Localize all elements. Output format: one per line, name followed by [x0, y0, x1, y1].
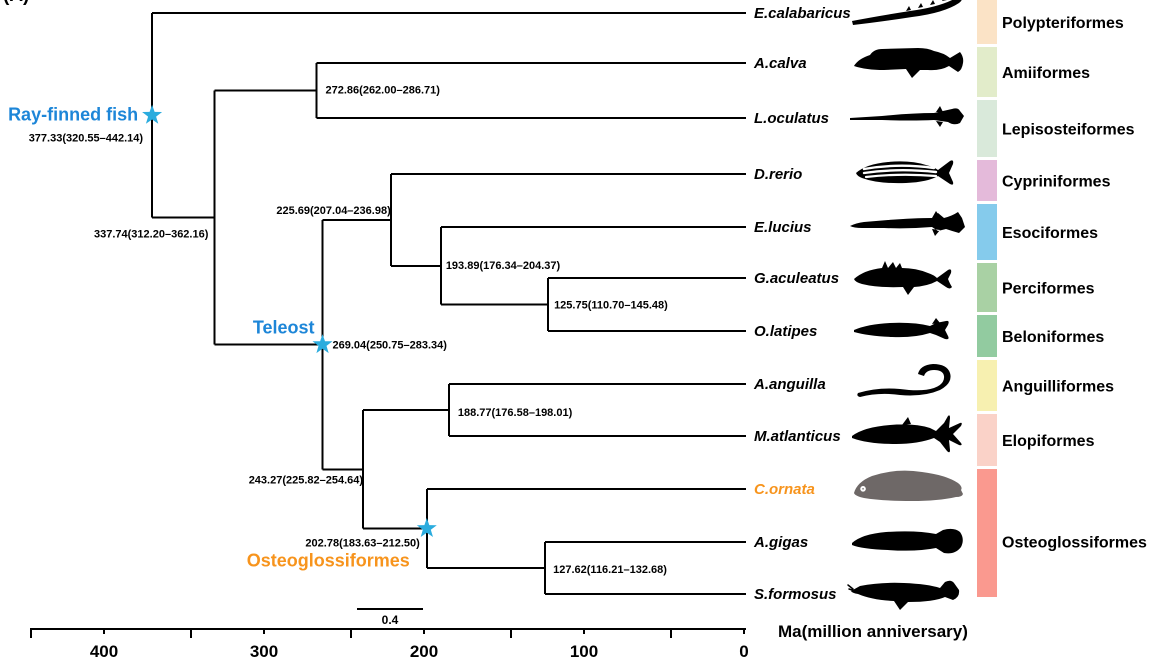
species-labels: E.calabaricusA.calvaL.oculatusD.rerioE.l… — [753, 5, 851, 603]
knifefish-detail-0 — [860, 486, 866, 492]
axis-tick-label-0: 0 — [739, 642, 748, 661]
order-label-perciformes: Perciformes — [1002, 281, 1095, 298]
arapaima-body — [852, 528, 963, 554]
order-label-beloniformes: Beloniformes — [1002, 329, 1104, 346]
star-icon-root — [142, 104, 163, 124]
order-bar-polypteriformes — [977, 0, 997, 44]
order-bar-elopiformes — [977, 414, 997, 466]
order-bar-cypriniformes — [977, 160, 997, 201]
node-stars — [142, 104, 437, 537]
order-label-amiiformes: Amiiformes — [1002, 65, 1090, 82]
zebrafish-detail-2 — [864, 173, 938, 179]
order-bar-osteoglossiformes — [977, 469, 997, 597]
species-label-l-oculatus: L.oculatus — [754, 110, 829, 127]
species-label-e-calabaricus: E.calabaricus — [754, 5, 851, 22]
node-age-labels: 377.33(320.55–442.14) 337.74(312.20–362.1… — [29, 85, 668, 577]
order-bar-anguilliformes — [977, 360, 997, 411]
fish-silhouette-gar-icon — [850, 106, 964, 127]
time-axis: 400 300 200 100 0 Ma(million anniversary) — [30, 622, 968, 661]
bichir-body — [852, 0, 962, 25]
fish-silhouette-eel-icon — [857, 364, 951, 397]
zebrafish-detail-0 — [862, 164, 936, 171]
pike-body — [850, 211, 965, 236]
species-label-m-atlanticus: M.atlanticus — [754, 428, 841, 445]
stickleback-body — [854, 261, 952, 295]
species-label-e-lucius: E.lucius — [754, 219, 812, 236]
order-label-cypriniformes: Cypriniformes — [1002, 174, 1111, 191]
fish-silhouette-bichir-icon — [852, 0, 962, 25]
node-age-label-n226: 225.69(207.04–236.98) — [276, 205, 391, 217]
axis-title: Ma(million anniversary) — [778, 622, 968, 641]
order-bar-perciformes — [977, 263, 997, 312]
clade-annotation-osteoglossiformes: Osteoglossiformes — [247, 551, 410, 571]
panel-label: (A) — [3, 0, 29, 7]
order-bar-esociformes — [977, 204, 997, 260]
gar-body — [850, 106, 964, 127]
order-color-bars — [977, 0, 997, 597]
fish-silhouette-stickleback-icon — [854, 261, 952, 295]
eel-body — [857, 364, 951, 397]
species-label-c-ornata: C.ornata — [754, 481, 815, 498]
node-age-label-n338: 337.74(312.20–362.16) — [94, 229, 209, 241]
axis-tick-label-100: 100 — [570, 642, 598, 661]
bowfin-body — [854, 48, 964, 78]
species-label-a-calva: A.calva — [753, 55, 807, 72]
order-bar-amiiformes — [977, 47, 997, 97]
node-age-label-n189: 188.77(176.58–198.01) — [458, 407, 573, 419]
arowana-detail-0 — [847, 584, 856, 592]
axis-tick-label-400: 400 — [90, 642, 118, 661]
axis-tick-label-200: 200 — [410, 642, 438, 661]
order-label-osteoglossiformes: Osteoglossiformes — [1002, 535, 1147, 552]
fish-silhouette-arowana-icon — [847, 580, 960, 610]
fish-silhouette-pike-icon — [850, 211, 965, 236]
node-age-label-n194: 193.89(176.34–204.37) — [446, 260, 561, 272]
clade-annotation-ray_finned_fish: Ray-finned fish — [8, 104, 138, 124]
fish-silhouette-tarpon-icon — [852, 415, 962, 453]
star-icon-n269 — [312, 334, 333, 354]
star-icon-n203 — [416, 518, 437, 537]
scale-bar-label: 0.4 — [382, 613, 399, 627]
species-label-d-rerio: D.rerio — [754, 166, 802, 183]
species-label-o-latipes: O.latipes — [754, 323, 817, 340]
tree-branches — [151, 12, 746, 595]
arowana-body — [851, 580, 960, 610]
tarpon-body — [852, 415, 962, 453]
node-age-label-n273: 272.86(262.00–286.71) — [326, 85, 441, 97]
fish-silhouette-bowfin-icon — [854, 48, 964, 78]
node-age-label-n269: 269.04(250.75–283.34) — [333, 340, 448, 352]
node-age-label-root: 377.33(320.55–442.14) — [29, 132, 144, 144]
order-bar-beloniformes — [977, 315, 997, 357]
clade-annotation-teleost: Teleost — [253, 318, 315, 338]
fish-silhouettes — [847, 0, 965, 610]
fish-silhouette-medaka-icon — [854, 318, 949, 340]
knifefish-body — [854, 470, 963, 501]
species-label-a-gigas: A.gigas — [753, 534, 808, 551]
order-bar-lepisosteiformes — [977, 100, 997, 157]
axis-tick-label-300: 300 — [250, 642, 278, 661]
species-label-a-anguilla: A.anguilla — [753, 376, 826, 393]
zebrafish-detail-1 — [862, 169, 938, 175]
fish-silhouette-arapaima-icon — [852, 528, 963, 554]
species-label-s-formosus: S.formosus — [754, 586, 837, 603]
node-age-label-n128: 127.62(116.21–132.68) — [553, 564, 667, 576]
node-age-label-n203: 202.78(183.63–212.50) — [305, 538, 420, 550]
order-label-lepisosteiformes: Lepisosteiformes — [1002, 122, 1135, 139]
node-age-label-n243: 243.27(225.82–254.64) — [249, 474, 364, 486]
order-label-esociformes: Esociformes — [1002, 225, 1098, 242]
order-label-polypteriformes: Polypteriformes — [1002, 15, 1124, 32]
order-label-elopiformes: Elopiformes — [1002, 433, 1095, 450]
fish-silhouette-zebrafish-icon — [856, 160, 954, 185]
fish-silhouette-knifefish-icon — [854, 470, 963, 501]
species-label-g-aculeatus: G.aculeatus — [754, 270, 839, 287]
medaka-body — [854, 318, 949, 340]
node-age-label-n126: 125.75(110.70–145.48) — [554, 300, 668, 312]
order-labels: PolypteriformesAmiiformesLepisosteiforme… — [1002, 15, 1147, 552]
order-label-anguilliformes: Anguilliformes — [1002, 379, 1114, 396]
scale-bar: 0.4 — [357, 608, 423, 627]
